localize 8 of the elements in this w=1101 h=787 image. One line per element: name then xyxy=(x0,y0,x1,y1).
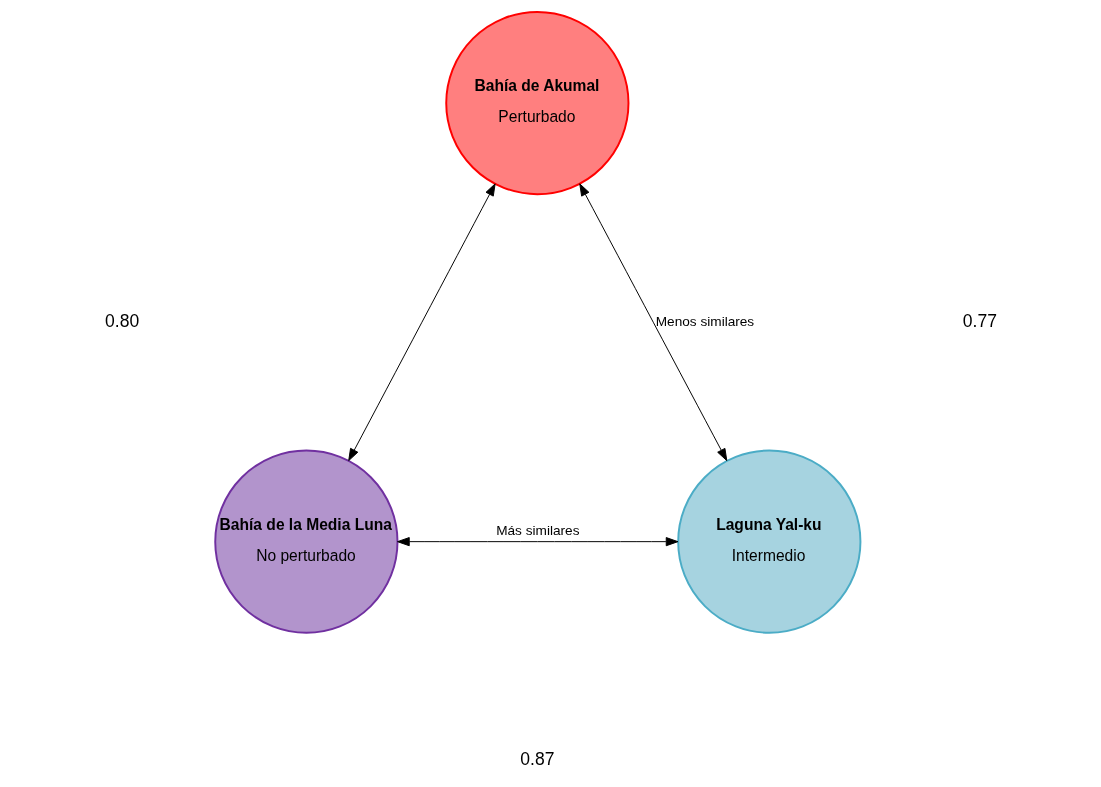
label: 0.87 xyxy=(519,749,554,770)
label: 0.80 xyxy=(104,310,139,331)
arrow xyxy=(396,537,678,547)
edge-label: Más similares xyxy=(495,523,579,539)
label: 0.77 xyxy=(962,310,997,331)
edge-label: Menos similares xyxy=(655,313,754,329)
arrow xyxy=(347,183,496,462)
arrow xyxy=(578,183,727,462)
